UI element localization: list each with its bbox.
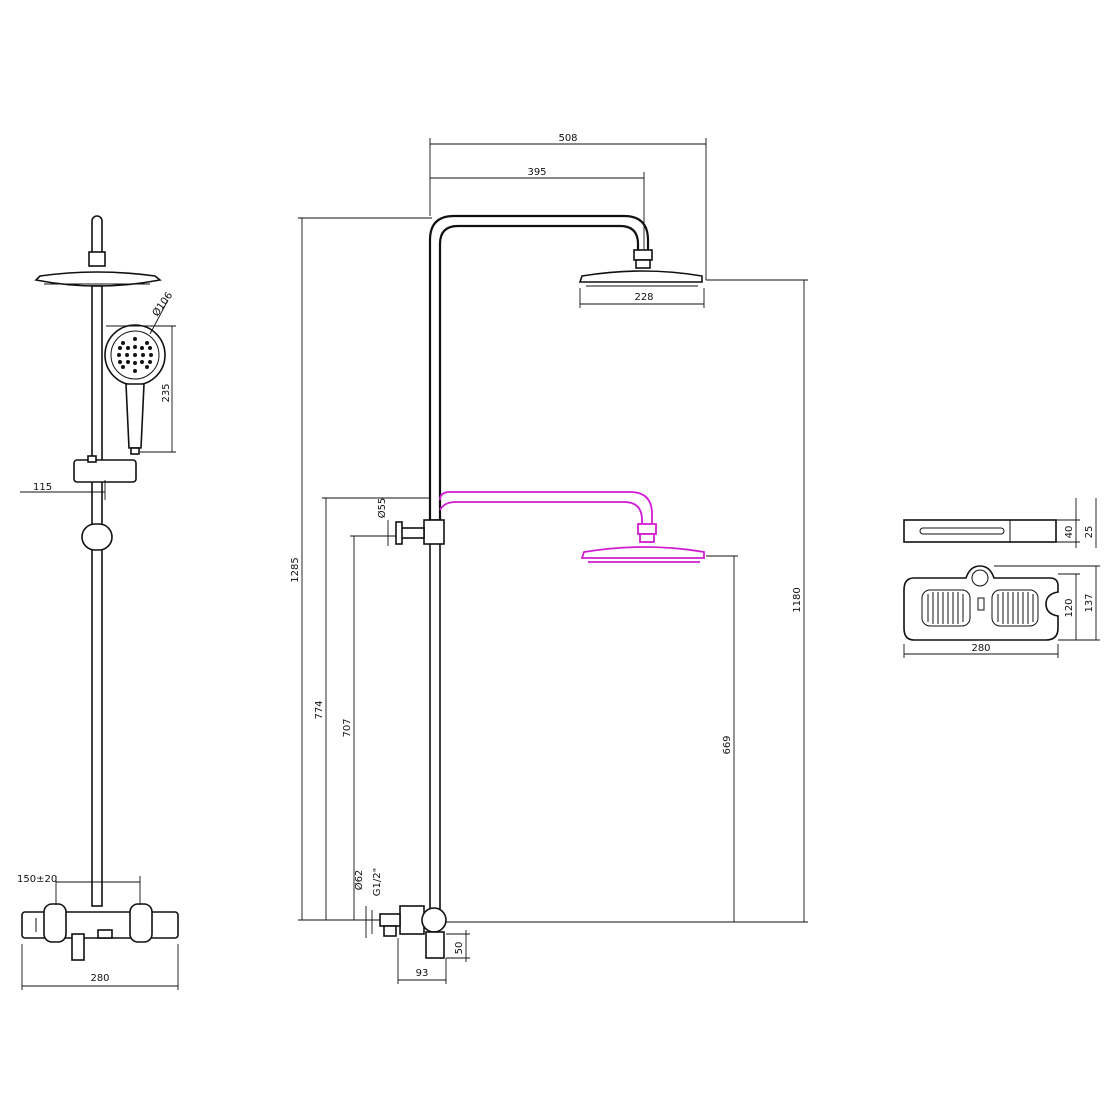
dim-valve-depth: 50 [454,942,465,955]
dim-shelf-inner-depth: 120 [1064,598,1075,617]
wall-bracket [81,523,113,551]
dim-head-width: 228 [634,292,653,303]
dim-total-width: 508 [558,133,577,144]
shelf-top [903,565,1059,641]
shelf-side [903,519,1057,543]
side-valve [379,905,447,959]
dim-slide-offset: 115 [33,482,52,493]
dim-bracket-diameter: Ø55 [376,498,388,519]
side-view: 508 395 228 1285 774 707 Ø55 Ø62 G1/2" 1… [290,133,808,984]
dim-shelf-height: 40 [1064,526,1075,539]
shelf-grille-right [991,589,1039,627]
upper-shower-arm [428,214,650,520]
shelf-grille-left [921,589,971,627]
dim-thread: G1/2" [372,868,383,896]
dim-head-height: 1180 [792,587,803,612]
dim-wall-offset: 93 [416,968,429,979]
dim-shelf-thickness: 25 [1084,526,1095,539]
shelf-views: 40 25 137 [903,498,1100,658]
dim-handshower-length: 235 [161,383,172,402]
slide-bracket [73,459,137,483]
dim-connector-diameter: Ø62 [353,870,365,891]
dim-bracket-height: 707 [342,718,353,737]
lower-shower-head [580,546,705,559]
dim-low-head-height: 669 [722,735,733,754]
dim-total-height: 1285 [290,557,301,582]
dim-arm-reach: 395 [527,167,546,178]
lower-shower-arm [439,491,653,524]
dim-diameter: Ø106 [150,290,175,319]
thermostatic-mixer [21,903,179,961]
front-view: 235 Ø106 115 150±20 280 [17,215,179,990]
dim-shelf-depth: 137 [1084,593,1095,612]
dim-low-height: 774 [314,700,325,719]
dim-shelf-width: 280 [971,643,990,654]
dim-spacing: 150±20 [17,874,57,885]
hand-shower [104,324,166,455]
dim-front-width: 280 [90,973,109,984]
upper-shower-head [578,270,703,283]
riser-pipe [91,285,103,907]
